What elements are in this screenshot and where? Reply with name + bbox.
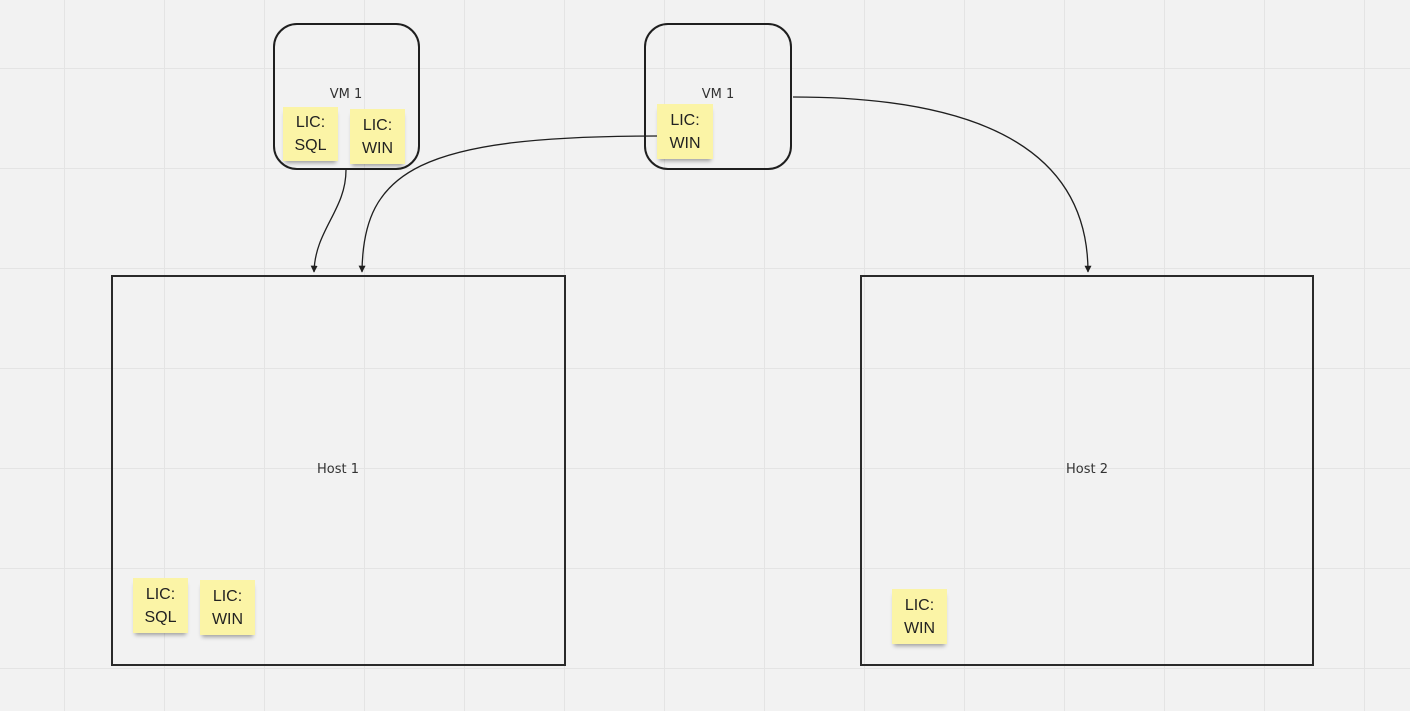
host-shape-2[interactable] — [860, 275, 1314, 666]
sticky-note-text: LIC: WIN — [903, 596, 936, 637]
host-label-2: Host 2 — [1065, 462, 1109, 477]
connector-vm2-to-host2[interactable] — [792, 96, 1092, 273]
host-label-1: Host 1 — [316, 462, 360, 477]
sticky-note-host1-win[interactable]: LIC: WIN — [200, 580, 255, 635]
vm-shape-left[interactable] — [273, 23, 420, 170]
connector-vm1-to-host1[interactable] — [310, 169, 347, 273]
sticky-note-host2-win[interactable]: LIC: WIN — [892, 589, 947, 644]
vm-label-left: VM 1 — [329, 87, 363, 102]
host-shape-1[interactable] — [111, 275, 566, 666]
sticky-note-text: LIC: WIN — [211, 587, 244, 628]
sticky-note-vm-left-win[interactable]: LIC: WIN — [350, 109, 405, 164]
sticky-note-host1-sql[interactable]: LIC: SQL — [133, 578, 188, 633]
sticky-note-text: LIC: SQL — [144, 585, 177, 626]
sticky-note-text: LIC: WIN — [669, 111, 701, 152]
sticky-note-text: LIC: WIN — [361, 116, 394, 157]
sticky-note-text: LIC: SQL — [294, 114, 327, 154]
connector-vm2-to-host1[interactable] — [358, 135, 658, 273]
sticky-note-vm-left-sql[interactable]: LIC: SQL — [283, 107, 338, 161]
vm-shape-right[interactable] — [644, 23, 792, 170]
vm-label-right: VM 1 — [701, 87, 735, 102]
sticky-note-vm-right-win[interactable]: LIC: WIN — [657, 104, 713, 159]
